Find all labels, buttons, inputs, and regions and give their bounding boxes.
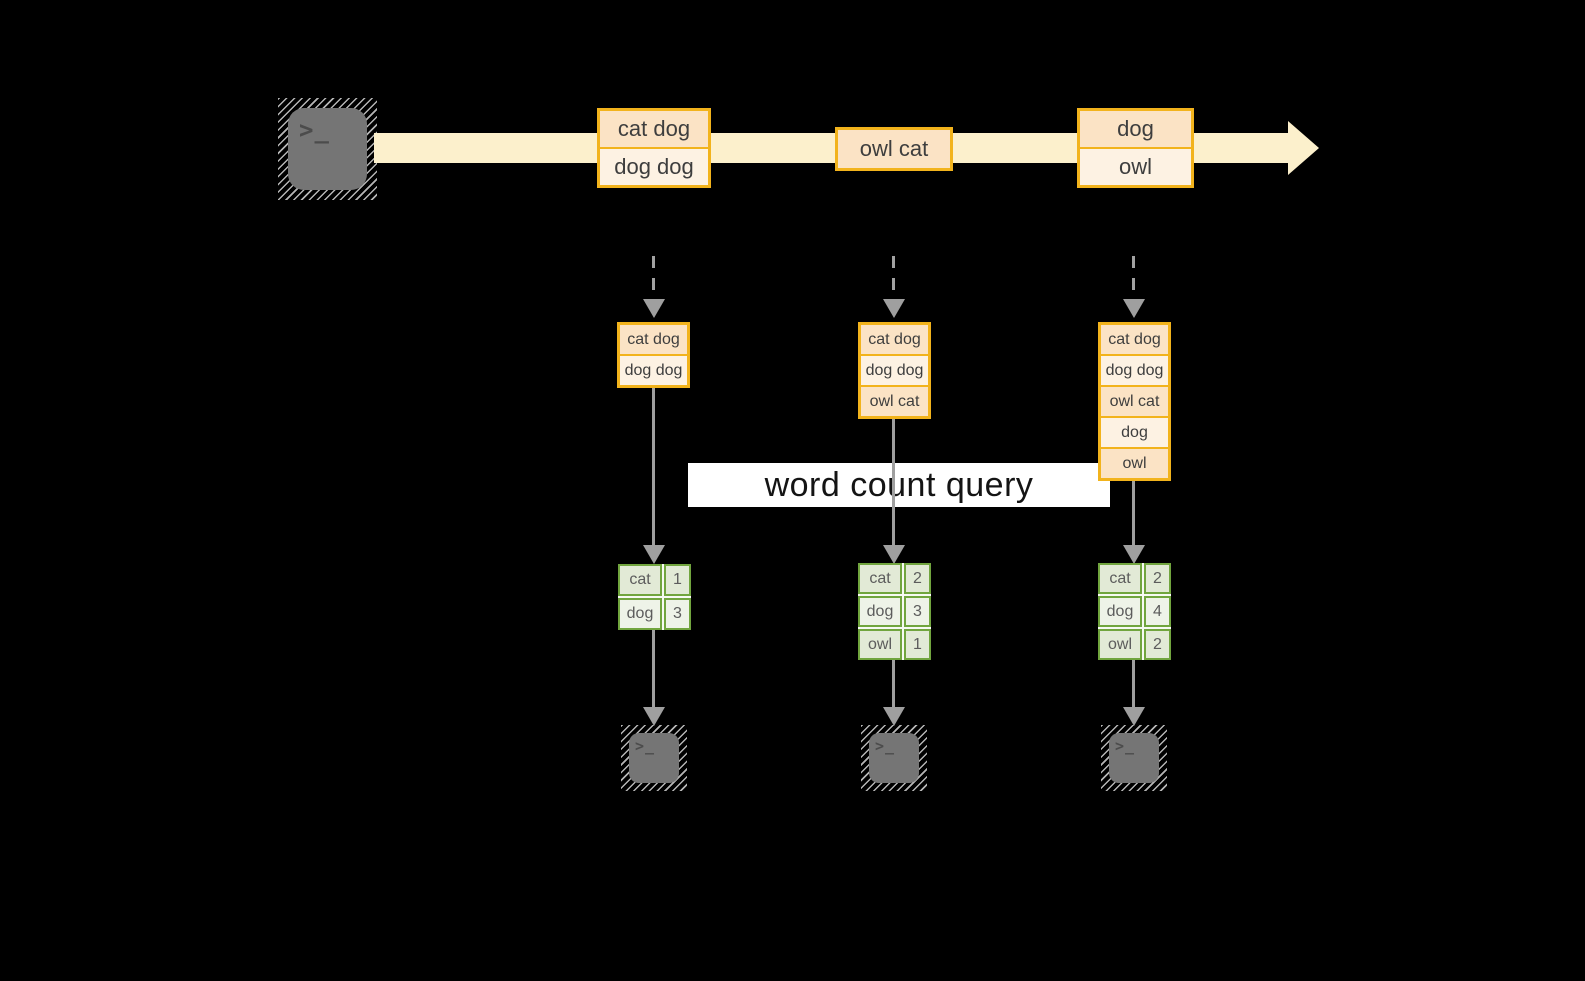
- stream-batch-3: dog owl: [1077, 108, 1194, 188]
- ingest-arrowhead-1: [643, 299, 665, 318]
- ingest-arrowhead-2: [883, 299, 905, 318]
- state-buffer-item: owl cat: [1101, 387, 1168, 416]
- query-arrowhead-3: [1123, 545, 1145, 564]
- state-buffer-1: cat dog dog dog: [617, 322, 690, 388]
- count-cell: 1: [664, 564, 691, 596]
- count-cell: 4: [1144, 596, 1171, 627]
- stream-arrowhead: [1288, 121, 1319, 175]
- output-arrow-line-2: [892, 660, 895, 708]
- ingest-arrow-dashed-1: [652, 256, 655, 298]
- word-cell: dog: [618, 598, 662, 630]
- stream-batch-item: dog dog: [600, 149, 708, 185]
- terminal-prompt-glyph: >_: [299, 116, 330, 144]
- count-cell: 3: [664, 598, 691, 630]
- output-arrowhead-2: [883, 707, 905, 726]
- query-arrow-line-3: [1132, 481, 1135, 546]
- ingest-arrow-dashed-3: [1132, 256, 1135, 298]
- state-buffer-item: cat dog: [620, 325, 687, 354]
- query-label: word count query: [688, 463, 1110, 507]
- word-count-table-2: cat 2 dog 3 owl 1: [858, 563, 931, 660]
- terminal-prompt-glyph: >_: [635, 737, 656, 755]
- output-arrowhead-1: [643, 707, 665, 726]
- terminal-screen: >_: [869, 733, 919, 783]
- terminal-prompt-glyph: >_: [875, 737, 896, 755]
- query-arrowhead-2: [883, 545, 905, 564]
- state-buffer-item: dog dog: [861, 356, 928, 385]
- stream-batch-1: cat dog dog dog: [597, 108, 711, 188]
- state-buffer-2: cat dog dog dog owl cat: [858, 322, 931, 419]
- ingest-arrowhead-3: [1123, 299, 1145, 318]
- stream-batch-item: owl: [1080, 149, 1191, 185]
- stream-batch-item: owl cat: [838, 130, 950, 168]
- count-cell: 3: [904, 596, 931, 627]
- output-arrow-line-3: [1132, 660, 1135, 708]
- ingest-arrow-dashed-2: [892, 256, 895, 298]
- count-cell: 2: [1144, 563, 1171, 594]
- stream-batch-item: cat dog: [600, 111, 708, 147]
- word-count-table-1: cat 1 dog 3: [618, 564, 691, 630]
- stream-batch-item: dog: [1080, 111, 1191, 147]
- stream-source-terminal-icon: >_: [278, 98, 377, 200]
- count-cell: 2: [1144, 629, 1171, 660]
- word-cell: cat: [1098, 563, 1142, 594]
- word-count-table-3: cat 2 dog 4 owl 2: [1098, 563, 1171, 660]
- output-arrow-line-1: [652, 630, 655, 708]
- sink-terminal-icon-1: >_: [621, 725, 687, 791]
- state-buffer-item: owl cat: [861, 387, 928, 416]
- word-cell: dog: [1098, 596, 1142, 627]
- query-arrow-line-1: [652, 388, 655, 546]
- word-cell: owl: [1098, 629, 1142, 660]
- word-cell: cat: [858, 563, 902, 594]
- query-arrow-line-2: [892, 419, 895, 546]
- state-buffer-item: cat dog: [861, 325, 928, 354]
- stream-batch-2: owl cat: [835, 127, 953, 171]
- state-buffer-item: dog dog: [620, 356, 687, 385]
- state-buffer-item: cat dog: [1101, 325, 1168, 354]
- query-arrowhead-1: [643, 545, 665, 564]
- sink-terminal-icon-3: >_: [1101, 725, 1167, 791]
- count-cell: 2: [904, 563, 931, 594]
- state-buffer-3: cat dog dog dog owl cat dog owl: [1098, 322, 1171, 481]
- terminal-prompt-glyph: >_: [1115, 737, 1136, 755]
- state-buffer-item: dog dog: [1101, 356, 1168, 385]
- state-buffer-item: dog: [1101, 418, 1168, 447]
- state-buffer-item: owl: [1101, 449, 1168, 478]
- word-cell: cat: [618, 564, 662, 596]
- word-cell: owl: [858, 629, 902, 660]
- terminal-screen: >_: [1109, 733, 1159, 783]
- sink-terminal-icon-2: >_: [861, 725, 927, 791]
- terminal-screen: >_: [629, 733, 679, 783]
- terminal-screen: >_: [288, 108, 367, 190]
- count-cell: 1: [904, 629, 931, 660]
- output-arrowhead-3: [1123, 707, 1145, 726]
- word-cell: dog: [858, 596, 902, 627]
